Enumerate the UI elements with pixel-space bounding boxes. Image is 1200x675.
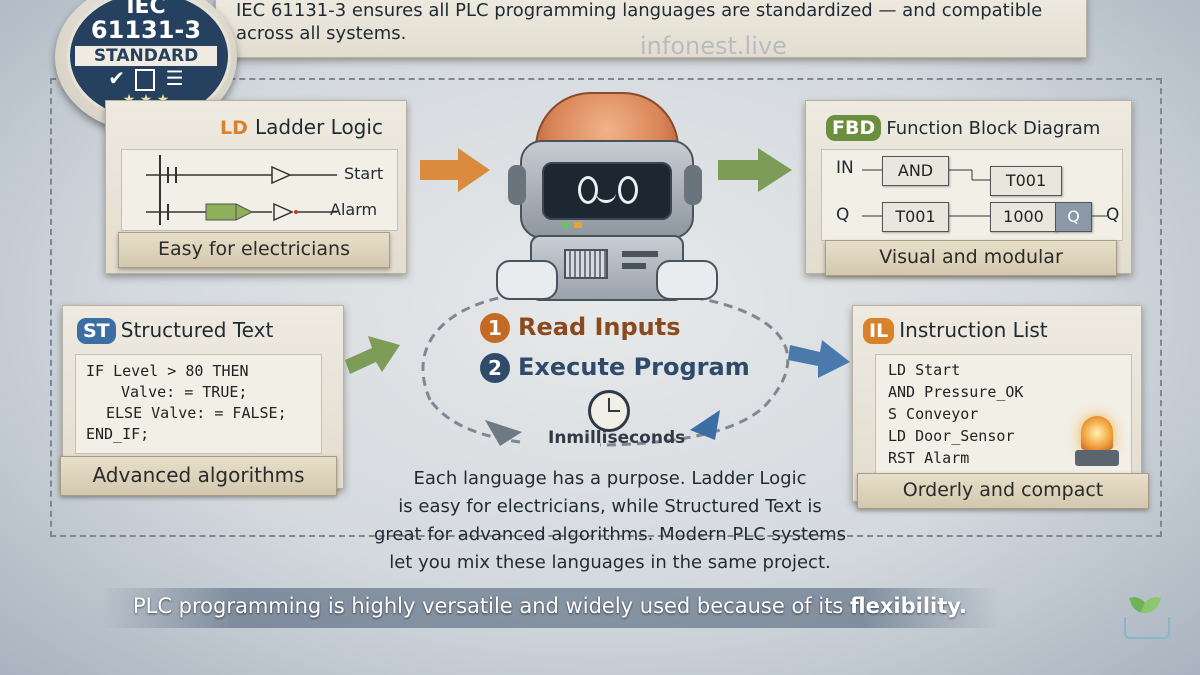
il-code-line-5: RST Alarm <box>888 449 970 467</box>
footer-emphasis: flexibility. <box>850 594 968 618</box>
il-tag: IL <box>863 318 895 344</box>
step-1-number: 1 <box>480 313 510 343</box>
st-code-line-4: END_IF; <box>86 425 150 443</box>
st-code-line-3: ELSE Valve: = FALSE; <box>106 404 287 422</box>
fbd-diagram: IN AND T001 Q T001 1000 Q Q <box>821 149 1123 241</box>
fbd-caption: Visual and modular <box>825 240 1117 276</box>
fbd-and-block: AND <box>882 156 949 186</box>
st-code-line-2: Valve: = TRUE; <box>121 383 248 401</box>
ld-rung-start: Start <box>344 164 384 183</box>
st-caption: Advanced algorithms <box>60 456 337 496</box>
st-code-box: IF Level > 80 THEN Valve: = TRUE; ELSE V… <box>75 354 322 454</box>
document-icon <box>135 68 156 91</box>
fbd-title: Function Block Diagram <box>886 118 1101 139</box>
ladder-diagram <box>146 155 337 225</box>
description-text: Each language has a purpose. Ladder Logi… <box>340 465 880 577</box>
cycle-arrow-right <box>690 410 720 440</box>
cycle-arrow-left <box>485 420 522 446</box>
ld-caption: Easy for electricians <box>118 232 390 268</box>
cycle-step-2: 2 Execute Program <box>480 353 750 383</box>
il-code-line-2: AND Pressure_OK <box>888 383 1024 401</box>
robot-mascot <box>490 90 720 301</box>
fbd-heading: FBD Function Block Diagram <box>826 115 1100 141</box>
timer-label: Inmilliseconds <box>548 428 686 448</box>
header-line-1: IEC 61131-3 ensures all PLC programming … <box>236 0 1043 21</box>
fbd-wires <box>862 169 1107 217</box>
il-code-line-3: S Conveyor <box>888 405 979 423</box>
description-line-1: Each language has a purpose. Ladder Logi… <box>413 468 807 489</box>
footer-text: PLC programming is highly versatile and … <box>110 594 990 618</box>
watermark: infonest.live <box>640 32 787 60</box>
header-line-2: across all systems. <box>236 23 407 44</box>
header-banner: IEC 61131-3 ensures all PLC programming … <box>215 0 1087 58</box>
footer-band <box>100 588 1000 628</box>
robot-screen <box>542 162 672 220</box>
description-line-4: let you mix these languages in the same … <box>389 552 831 573</box>
il-code-line-4: LD Door_Sensor <box>888 427 1015 445</box>
step-2-label: Execute Program <box>518 353 750 381</box>
st-code-line-1: IF Level > 80 THEN <box>86 362 249 380</box>
fbd-q-output: Q <box>1106 205 1120 225</box>
arrow-cycle-to-il <box>788 340 850 378</box>
ld-title: Ladder Logic <box>254 115 383 139</box>
st-tag: ST <box>77 318 116 344</box>
fbd-t001-block-bottom: T001 <box>882 202 949 232</box>
badge-line-2: 61131-3 <box>90 16 202 44</box>
fbd-t001-block-top: T001 <box>990 166 1062 196</box>
alarm-light-icon <box>1075 414 1121 474</box>
step-2-number: 2 <box>480 353 510 383</box>
il-caption: Orderly and compact <box>857 473 1149 509</box>
arrow-st-to-cycle <box>345 336 400 374</box>
cycle-step-1: 1 Read Inputs <box>480 313 681 343</box>
il-title: Instruction List <box>899 318 1048 342</box>
description-line-2: is easy for electricians, while Structur… <box>398 496 822 517</box>
footer-main: PLC programming is highly versatile and … <box>132 594 851 618</box>
badge-icons: ✔ ☰ <box>55 66 237 91</box>
stopwatch-icon <box>588 390 630 432</box>
book-leaf-logo-icon <box>1120 593 1170 640</box>
arrow-ld-to-robot <box>420 148 490 192</box>
il-heading: IL Instruction List <box>863 318 1048 344</box>
list-icon: ☰ <box>165 66 184 90</box>
step-1-label: Read Inputs <box>518 313 681 341</box>
fbd-q-label: Q <box>836 205 850 225</box>
st-heading: ST Structured Text <box>77 318 273 344</box>
fbd-tag: FBD <box>826 115 882 141</box>
il-card: IL Instruction List LD Start AND Pressur… <box>852 305 1142 502</box>
ld-heading: LD Ladder Logic <box>218 115 383 141</box>
ld-tag: LD <box>220 117 248 139</box>
badge-line-3: STANDARD <box>75 46 217 66</box>
il-code-line-1: LD Start <box>888 361 961 379</box>
ld-diagram: Start Alarm <box>121 149 398 231</box>
fbd-in-label: IN <box>836 158 854 178</box>
ld-rung-alarm: Alarm <box>330 200 378 219</box>
fbd-q-block: Q <box>1055 202 1092 232</box>
badge-line-1: IEC <box>126 0 166 19</box>
arrow-robot-to-fbd <box>718 148 792 192</box>
description-line-3: great for advanced algorithms. Modern PL… <box>373 524 847 545</box>
checkmark-icon: ✔ <box>108 66 126 90</box>
st-title: Structured Text <box>120 318 274 342</box>
diagram-frame <box>50 78 1162 537</box>
